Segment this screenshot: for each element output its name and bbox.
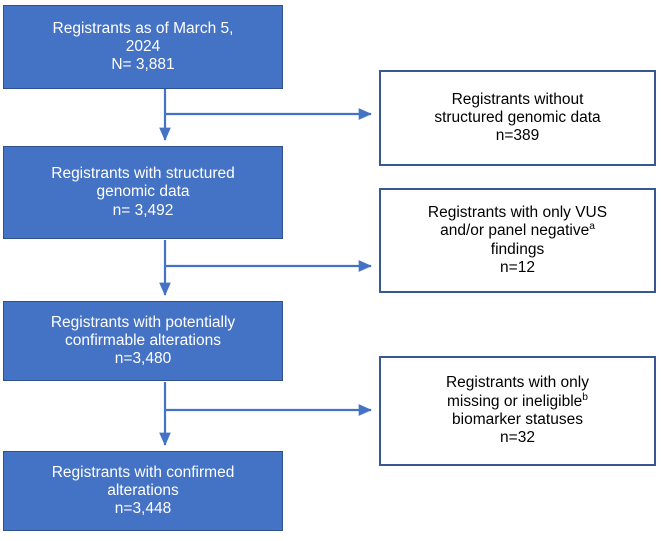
node-registrants-total: Registrants as of March 5, 2024 N= 3,881 [3, 5, 283, 89]
node-text-line: findings [490, 240, 545, 258]
node-text-line: biomarker statuses [452, 411, 583, 428]
node-text-line: Registrants with potentially [50, 313, 236, 331]
node-text-line: genomic data [96, 183, 190, 201]
node-text-segment: missing or ineligible [447, 392, 583, 410]
node-text-line: Registrants with confirmed [51, 463, 235, 481]
node-count-label: n=32 [500, 429, 535, 447]
node-registrants-potentially-confirmable: Registrants with potentially confirmable… [3, 301, 283, 381]
node-text-segment: and/or panel negative [440, 222, 590, 240]
footnote-marker-b: b [582, 391, 588, 403]
node-excluded-no-structured-genomic: Registrants without structured genomic d… [379, 70, 656, 166]
node-text-line: Registrants as of March 5, [52, 19, 234, 37]
node-text-line: 2024 [125, 37, 161, 55]
footnote-marker-a: a [589, 221, 595, 233]
node-text-line: Registrants with only [445, 374, 589, 392]
node-text-line: alterations [107, 481, 179, 499]
node-text-line: Registrants with only VUS [427, 203, 608, 221]
node-count-label: N= 3,881 [111, 56, 175, 74]
node-excluded-vus-panel-negative: Registrants with only VUS and/or panel n… [379, 188, 656, 293]
node-registrants-confirmed-alterations: Registrants with confirmed alterations n… [3, 451, 283, 531]
node-text-line: Registrants with structured [51, 165, 235, 183]
node-excluded-missing-ineligible-biomarker: Registrants with only missing or ineligi… [379, 356, 656, 466]
node-text-line-with-footnote: and/or panel negativea [440, 221, 595, 240]
node-text-line: confirmable alterations [65, 331, 221, 349]
node-count-label: n= 3,492 [112, 201, 174, 219]
node-registrants-structured-genomic: Registrants with structured genomic data… [3, 146, 283, 239]
node-text-line: Registrants without [451, 90, 584, 108]
node-count-label: n=3,448 [114, 500, 172, 518]
node-count-label: n=12 [500, 258, 535, 276]
node-text-line-with-footnote: missing or ineligibleb [447, 391, 588, 411]
node-count-label: n=389 [495, 127, 540, 145]
node-count-label: n=3,480 [114, 350, 172, 368]
node-text-line: structured genomic data [434, 108, 601, 126]
